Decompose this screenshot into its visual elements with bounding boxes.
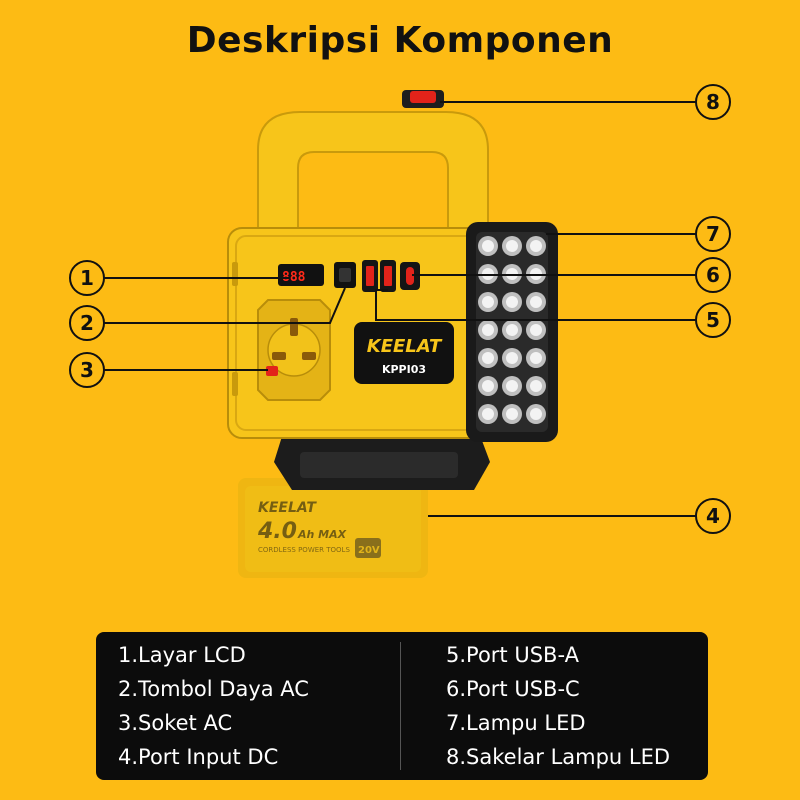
legend-divider <box>400 642 401 770</box>
led-bulb-lens <box>482 240 494 252</box>
battery-pack: KEELAT 4.0 Ah MAX CORDLESS POWER TOOLS 2… <box>238 478 428 578</box>
battery-subtitle-text: CORDLESS POWER TOOLS <box>258 546 350 554</box>
callout-lines <box>104 101 697 517</box>
legend-item-ac-power-button: 2.Tombol Daya AC <box>118 677 309 701</box>
led-bulb-lens <box>506 324 518 336</box>
device-handle <box>257 90 489 241</box>
led-bulb-lens <box>530 240 542 252</box>
legend-item-usb-c: 6.Port USB-C <box>446 677 580 701</box>
led-bulb-lens <box>506 408 518 420</box>
lcd-screen <box>278 264 324 286</box>
led-bulb-lens <box>530 408 542 420</box>
led-bulb-lens <box>530 324 542 336</box>
svg-text:1: 1 <box>80 266 94 290</box>
led-bulb-lens <box>482 352 494 364</box>
legend-item-led-switch: 8.Sakelar Lampu LED <box>446 745 671 769</box>
device-body: 888 KEELAT KPPI03 <box>227 227 495 439</box>
svg-text:8: 8 <box>706 90 720 114</box>
led-bulb-lens <box>482 324 494 336</box>
legend-item-usb-a: 5.Port USB-A <box>446 643 579 667</box>
svg-text:5: 5 <box>706 308 720 332</box>
svg-text:2: 2 <box>80 311 94 335</box>
callout-4: 4 <box>695 498 731 534</box>
callouts: 1 2 3 4 5 6 7 <box>69 84 731 534</box>
led-bulb-lens <box>530 296 542 308</box>
brand-logo-text: KEELAT <box>367 336 443 357</box>
callout-5: 5 <box>695 302 731 338</box>
led-bulb-lens <box>482 408 494 420</box>
legend-right-column: 5.Port USB-A 6.Port USB-C 7.Lampu LED 8.… <box>446 638 670 774</box>
battery-brand-text: KEELAT <box>258 500 317 516</box>
legend-item-ac-socket: 3.Soket AC <box>118 711 233 735</box>
callout-8: 8 <box>695 84 731 120</box>
callout-2: 2 <box>69 305 105 341</box>
device-base <box>274 430 490 490</box>
page-title: Deskripsi Komponen <box>186 20 614 61</box>
led-bulb-lens <box>530 352 542 364</box>
model-text: KPPI03 <box>382 363 426 376</box>
led-bulb-lens <box>530 380 542 392</box>
callout-6: 6 <box>695 257 731 293</box>
led-bulb-lens <box>482 296 494 308</box>
svg-text:3: 3 <box>80 358 94 382</box>
led-bulb-lens <box>506 380 518 392</box>
legend-item-led-lamp: 7.Lampu LED <box>446 711 586 735</box>
svg-text:7: 7 <box>706 222 720 246</box>
led-bulb-lens <box>506 240 518 252</box>
callout-1: 1 <box>69 260 105 296</box>
legend-left-column: 1.Layar LCD 2.Tombol Daya AC 3.Soket AC … <box>118 638 309 774</box>
led-grid <box>478 236 546 424</box>
battery-unit-text: Ah MAX <box>297 528 347 541</box>
led-bulb-lens <box>482 380 494 392</box>
led-bulb-lens <box>506 296 518 308</box>
battery-capacity-text: 4.0 <box>257 519 297 544</box>
component-legend: 1.Layar LCD 2.Tombol Daya AC 3.Soket AC … <box>96 632 708 780</box>
callout-3: 3 <box>69 352 105 388</box>
battery-voltage-text: 20V <box>358 545 380 556</box>
svg-text:888: 888 <box>282 270 306 285</box>
led-switch-indicator <box>410 91 436 103</box>
callout-7: 7 <box>695 216 731 252</box>
led-bulb-lens <box>506 352 518 364</box>
legend-item-lcd: 1.Layar LCD <box>118 643 246 667</box>
svg-text:6: 6 <box>706 263 720 287</box>
led-panel <box>466 222 558 442</box>
legend-item-dc-input: 4.Port Input DC <box>118 745 279 769</box>
brand-label <box>354 322 454 384</box>
svg-text:4: 4 <box>706 504 720 528</box>
